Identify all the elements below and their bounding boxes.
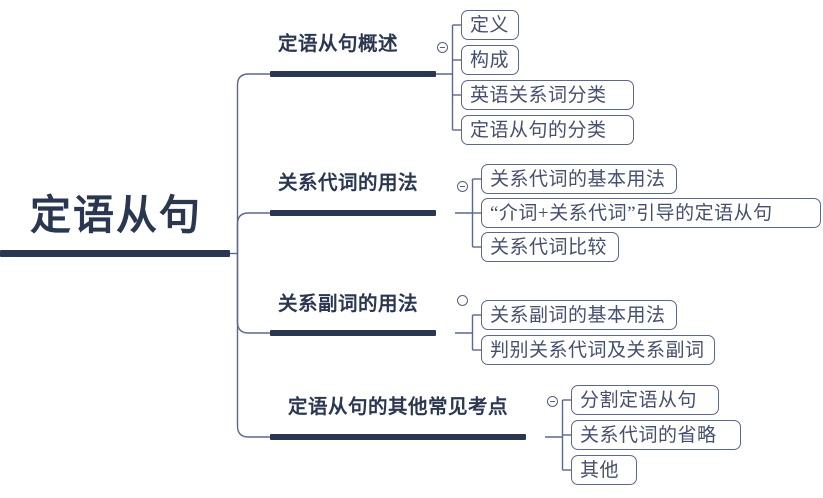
minus-circle-icon[interactable]	[457, 181, 468, 192]
leaf-node[interactable]: 分割定语从句	[571, 385, 719, 415]
leaf-node[interactable]: 英语关系词分类	[461, 80, 634, 110]
branch-underline-2	[270, 210, 436, 216]
root-underline	[0, 250, 230, 257]
leaf-node[interactable]: 定语从句的分类	[461, 115, 634, 145]
leaf-node[interactable]: 定义	[461, 10, 519, 40]
branch-label-4[interactable]: 定语从句的其他常见考点	[288, 396, 509, 418]
leaf-label: 判别关系代词及关系副词	[490, 339, 705, 361]
branch-underline-3	[270, 330, 436, 336]
leaf-label: 分割定语从句	[580, 389, 698, 411]
leaf-node[interactable]: 其他	[571, 455, 637, 485]
branch-label-1[interactable]: 定语从句概述	[278, 33, 399, 55]
circle-icon[interactable]	[457, 295, 468, 306]
leaf-label: 定语从句的分类	[470, 119, 607, 141]
leaf-label: 构成	[470, 49, 510, 71]
leaf-node[interactable]: 关系代词的基本用法	[481, 164, 677, 194]
leaf-node[interactable]: 构成	[461, 45, 519, 75]
leaf-label: “介词+关系代词”引导的定语从句	[490, 202, 773, 224]
leaf-label: 关系代词比较	[490, 236, 608, 258]
leaf-node[interactable]: 判别关系代词及关系副词	[481, 335, 715, 365]
leaf-label: 关系代词的省略	[580, 424, 717, 446]
branch-underline-1	[270, 71, 436, 77]
branch-label-3[interactable]: 关系副词的用法	[278, 293, 419, 315]
leaf-node[interactable]: 关系副词的基本用法	[481, 300, 677, 330]
leaf-label: 定义	[470, 14, 510, 36]
minus-circle-icon[interactable]	[547, 396, 558, 407]
branch-underline-4	[270, 434, 526, 440]
leaf-label: 英语关系词分类	[470, 84, 607, 106]
root-node[interactable]: 定语从句	[0, 178, 232, 256]
leaf-node[interactable]: 关系代词比较	[481, 232, 619, 262]
leaf-label: 关系代词的基本用法	[490, 168, 666, 190]
branch-label-2[interactable]: 关系代词的用法	[278, 172, 419, 194]
minus-circle-icon[interactable]	[437, 42, 448, 53]
leaf-node[interactable]: “介词+关系代词”引导的定语从句	[481, 198, 821, 228]
leaf-label: 其他	[580, 459, 620, 481]
root-label: 定语从句	[30, 191, 202, 238]
leaf-label: 关系副词的基本用法	[490, 304, 666, 326]
leaf-node[interactable]: 关系代词的省略	[571, 420, 741, 450]
